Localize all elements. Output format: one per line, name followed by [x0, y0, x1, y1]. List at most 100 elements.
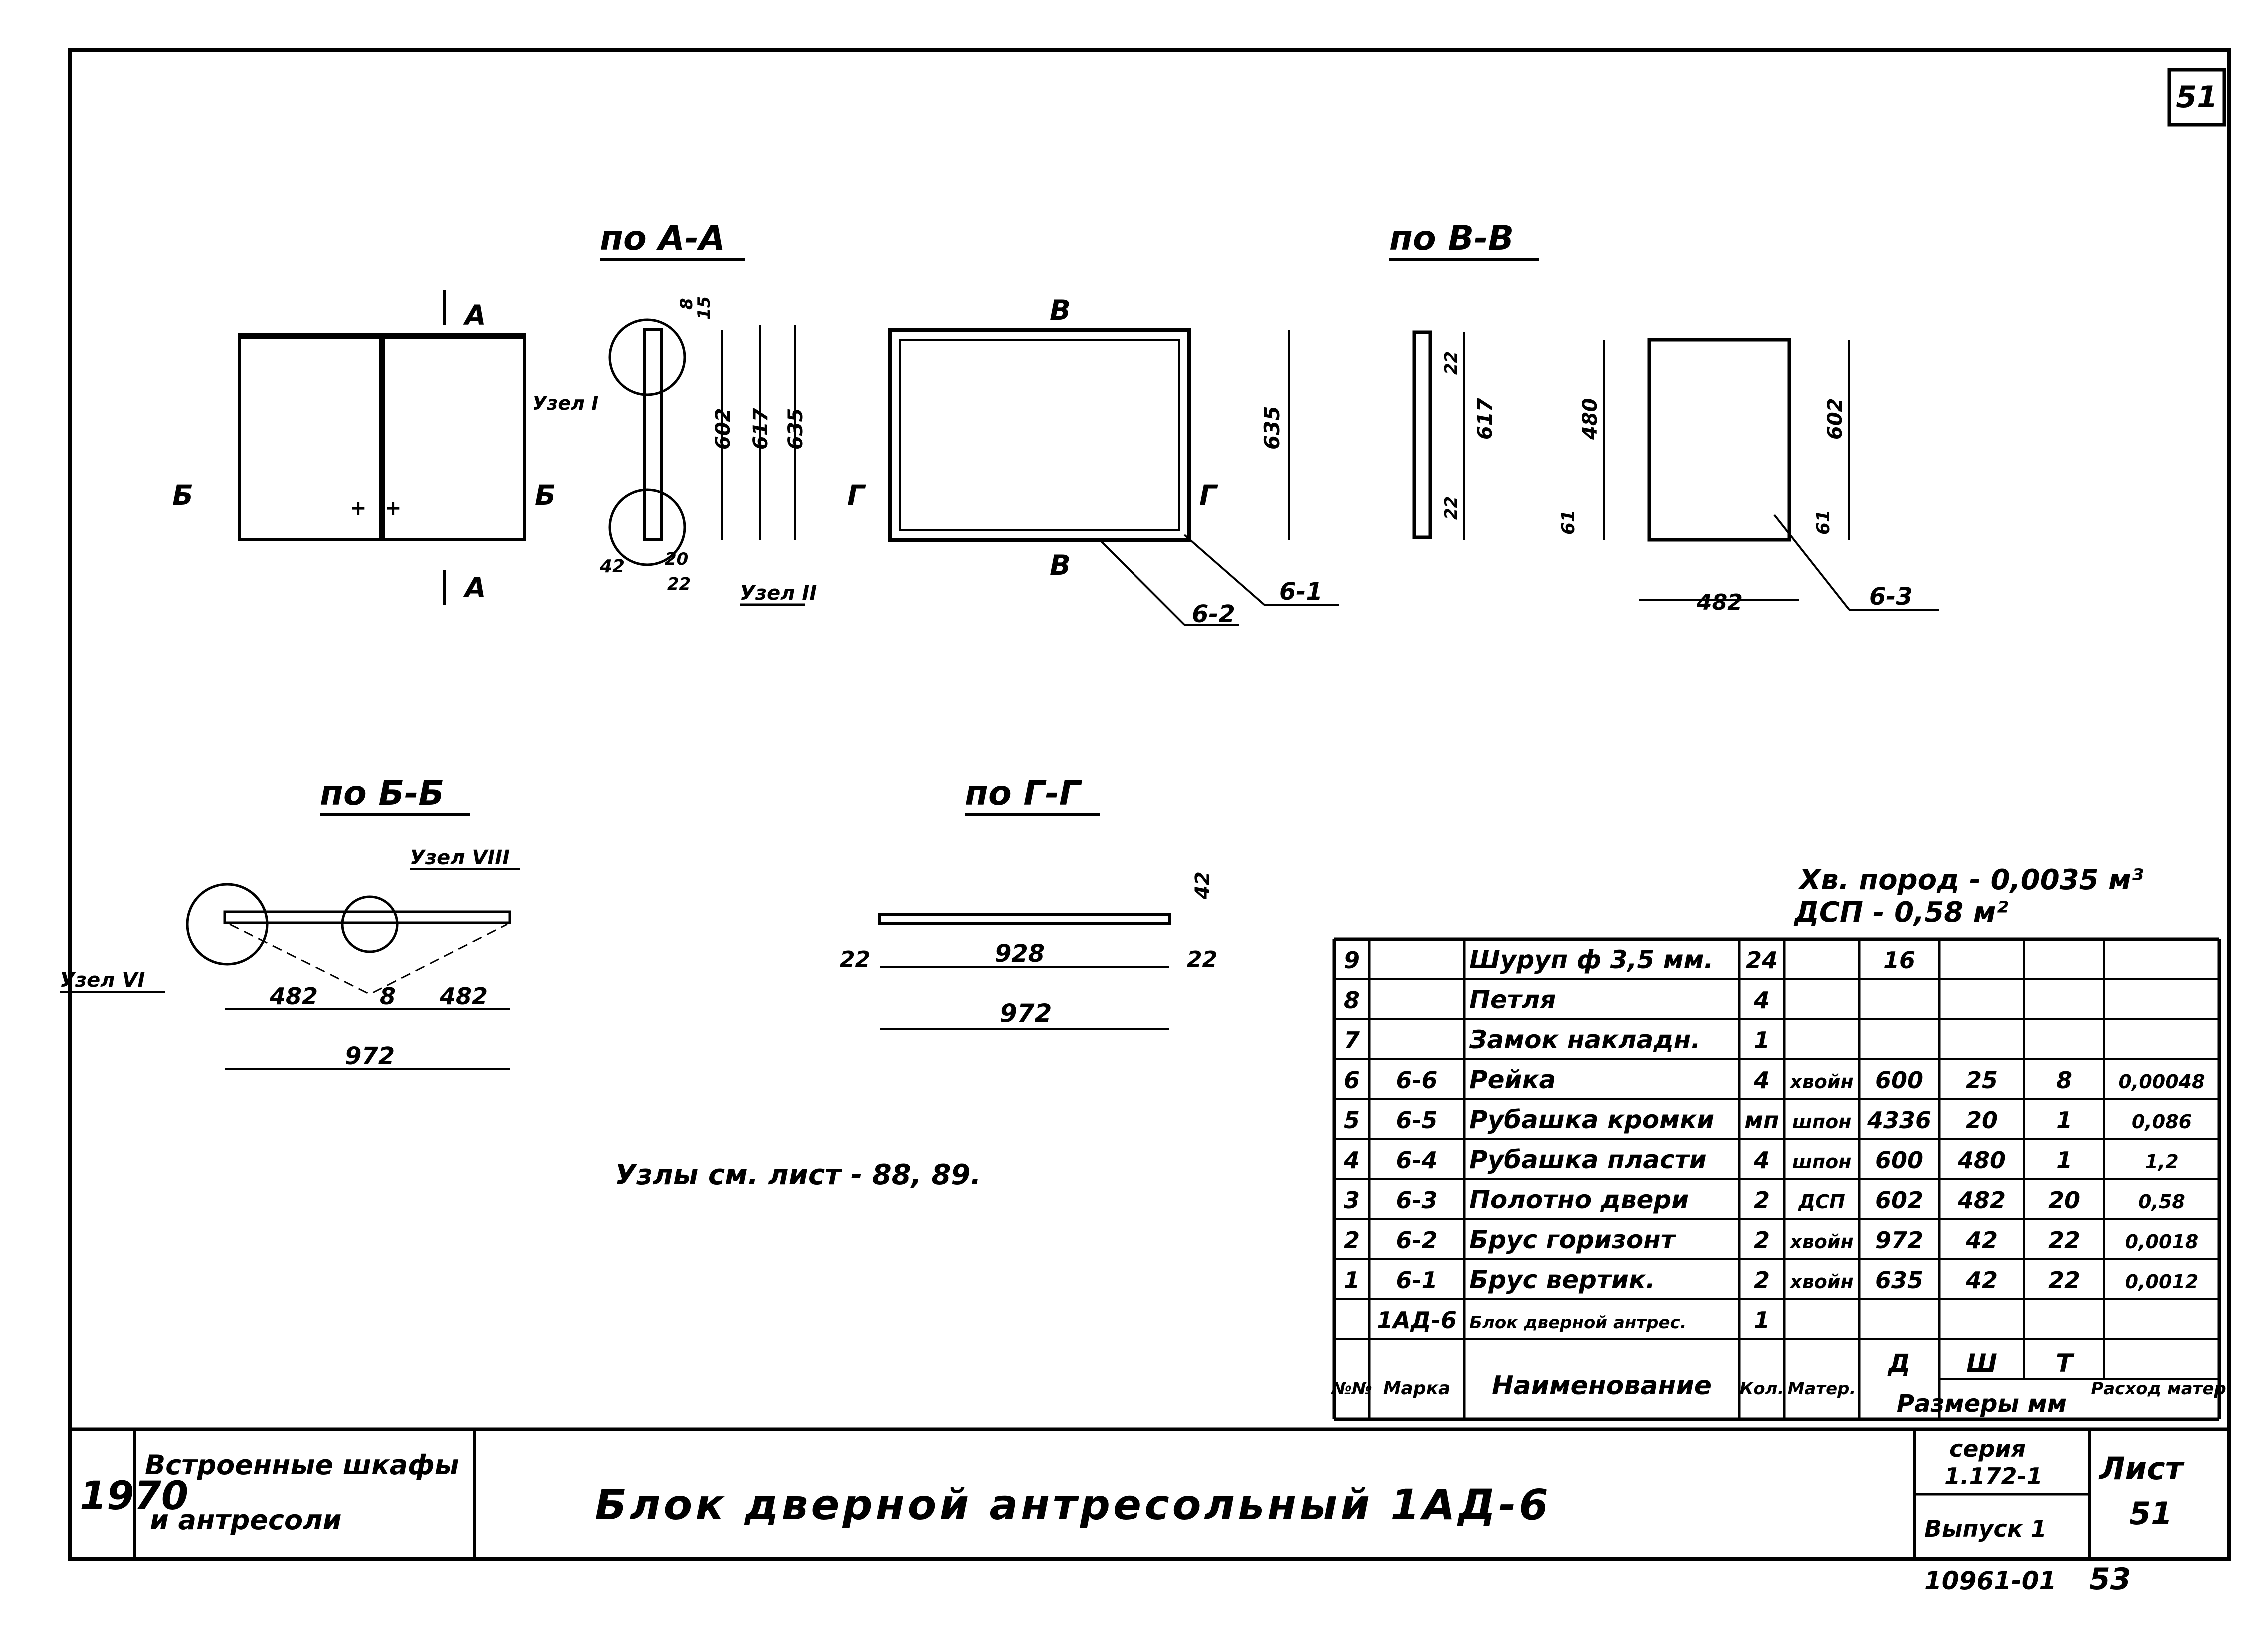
spec-cell-cons: 0,0018 — [2125, 1231, 2199, 1253]
section-g-g: по Г-Г 22 928 22 972 42 — [840, 774, 1217, 1030]
spec-cell-d: 4336 — [1867, 1107, 1931, 1134]
spec-cell-num: 2 — [1344, 1227, 1360, 1254]
section-g-g-title: по Г-Г — [965, 774, 1083, 813]
drawing-title: Блок дверной антресольный 1АД-6 — [595, 1480, 1551, 1529]
b-b-dim-482-left: 482 — [269, 983, 318, 1010]
spec-cell-mat: хвойн — [1789, 1071, 1854, 1093]
frame-marker-g-right: Г — [1199, 479, 1218, 511]
v-v-dim-61-left: 61 — [1558, 510, 1579, 535]
spec-header-dims: Размеры мм — [1897, 1390, 2067, 1418]
spec-cell-mark: 6-3 — [1396, 1187, 1437, 1214]
corner-number: 51 — [2176, 80, 2218, 115]
spec-cell-t: 8 — [2056, 1067, 2072, 1094]
spec-cell-cons: 0,086 — [2132, 1111, 2192, 1133]
spec-header-w: Ш — [1966, 1349, 1997, 1378]
spec-cell-name: Петля — [1469, 985, 1556, 1014]
section-a-a-title: по А-А — [600, 219, 725, 258]
spec-cell-d: 600 — [1875, 1067, 1923, 1094]
sheet-label: Лист — [2098, 1450, 2185, 1487]
spec-cell-d: 602 — [1875, 1187, 1923, 1214]
g-g-dim-22-left: 22 — [840, 947, 870, 972]
frame-marker-v-bottom: В — [1050, 549, 1071, 581]
v-v-dim-61-right: 61 — [1813, 510, 1834, 535]
v-v-dim-480: 480 — [1579, 398, 1602, 441]
spec-cell-qty: 1 — [1754, 1027, 1770, 1054]
svg-text:+: + — [385, 497, 402, 520]
spec-header-consumption: Расход матер. — [2091, 1379, 2232, 1399]
frame-callout-6-2: 6-2 — [1192, 600, 1235, 628]
g-g-dim-22-right: 22 — [1187, 947, 1217, 972]
spec-cell-qty: 2 — [1754, 1267, 1770, 1294]
svg-text:+: + — [350, 497, 367, 520]
section-v-v-title: по В-В — [1389, 219, 1514, 258]
spec-cell-cons: 1,2 — [2145, 1151, 2178, 1173]
spec-cell-d: 600 — [1875, 1147, 1923, 1174]
spec-cell-num: 7 — [1344, 1027, 1360, 1054]
spec-cell-w: 42 — [1965, 1267, 1998, 1294]
spec-cell-num: 4 — [1343, 1147, 1360, 1174]
series-label: серия — [1949, 1435, 2026, 1462]
b-b-dim-482-right: 482 — [439, 983, 488, 1010]
spec-cell-num: 6 — [1344, 1067, 1360, 1094]
v-v-dim-602: 602 — [1824, 398, 1847, 440]
title-block: 1970 Встроенные шкафы и антресоли Блок д… — [70, 1427, 2229, 1559]
spec-cell-mark: 6-4 — [1396, 1147, 1437, 1174]
v-v-dim-617: 617 — [1474, 398, 1497, 440]
spec-header-num: №№ — [1330, 1379, 1372, 1399]
spec-cell-name: Рубашка кромки — [1469, 1105, 1714, 1134]
sheet-border — [68, 48, 2231, 1561]
spec-cell-t: 1 — [2056, 1147, 2072, 1174]
front-marker-a-top: А — [463, 299, 486, 331]
spec-cell-t: 1 — [2056, 1107, 2072, 1134]
footer-code: 10961-01 — [1924, 1566, 2056, 1595]
sheet-value: 51 — [2129, 1495, 2172, 1532]
spec-cell-name: Рейка — [1469, 1065, 1556, 1094]
spec-cell-mat: шпон — [1792, 1151, 1852, 1173]
spec-cell-num: 5 — [1344, 1107, 1360, 1134]
section-b-b: по Б-Б Узел VIII Узел VI 482 8 482 972 — [60, 774, 520, 1070]
spec-cell-mark: 1АД-6 — [1377, 1307, 1457, 1334]
nodes-note: Узлы см. лист - 88, 89. — [615, 1159, 981, 1191]
frame-dim-635: 635 — [1260, 406, 1284, 450]
spec-cell-cons: 0,58 — [2138, 1191, 2185, 1213]
spec-header-d: Д — [1887, 1349, 1911, 1378]
a-a-dim-15: 15 — [694, 296, 714, 320]
frame-marker-v-top: В — [1050, 294, 1071, 326]
spec-cell-mat: хвойн — [1789, 1271, 1854, 1293]
section-b-b-title: по Б-Б — [320, 774, 444, 813]
front-marker-a-bottom: А — [463, 572, 486, 604]
spec-cell-qty: 24 — [1746, 947, 1778, 974]
spec-cell-cons: 0,0012 — [2125, 1271, 2199, 1293]
spec-cell-mat: хвойн — [1789, 1231, 1854, 1253]
b-b-uzel-viii: Узел VIII — [410, 846, 510, 869]
section-a-a: по А-А 602 617 635 8 15 42 20 22 Узел II — [599, 219, 817, 606]
spec-cell-qty: 4 — [1753, 1147, 1770, 1174]
b-b-uzel-vi: Узел VI — [60, 969, 145, 992]
spec-cell-qty: 2 — [1754, 1227, 1770, 1254]
spec-cell-num: 8 — [1344, 987, 1360, 1014]
a-a-dim-22: 22 — [667, 574, 691, 594]
spec-cell-name: Полотно двери — [1469, 1185, 1689, 1214]
uzel-ii-circle — [608, 488, 686, 566]
spec-cell-name: Рубашка пласти — [1469, 1145, 1707, 1174]
a-a-dim-8: 8 — [677, 298, 697, 310]
spec-cell-d: 635 — [1875, 1267, 1923, 1294]
series-value: 1.172-1 — [1944, 1463, 2043, 1490]
g-g-dim-972: 972 — [1000, 999, 1052, 1028]
spec-header-mark: Марка — [1383, 1378, 1451, 1399]
spec-cell-w: 482 — [1957, 1187, 2006, 1214]
a-a-dim-42: 42 — [599, 556, 625, 577]
spec-cell-t: 22 — [2048, 1227, 2080, 1254]
frame-callout-6-1: 6-1 — [1279, 578, 1323, 606]
b-b-dim-8: 8 — [380, 983, 396, 1010]
spec-cell-mat: ДСП — [1798, 1191, 1845, 1213]
front-uzel-label: Узел I — [532, 392, 598, 414]
spec-cell-mark: 6-1 — [1396, 1267, 1437, 1294]
materials-note-line2: ДСП - 0,58 м² — [1793, 896, 2009, 929]
a-a-dim-20: 20 — [665, 549, 688, 569]
spec-cell-mat: шпон — [1792, 1111, 1852, 1133]
spec-cell-w: 25 — [1966, 1067, 1998, 1094]
spec-cell-qty: 2 — [1754, 1187, 1770, 1214]
spec-cell-t: 22 — [2048, 1267, 2080, 1294]
